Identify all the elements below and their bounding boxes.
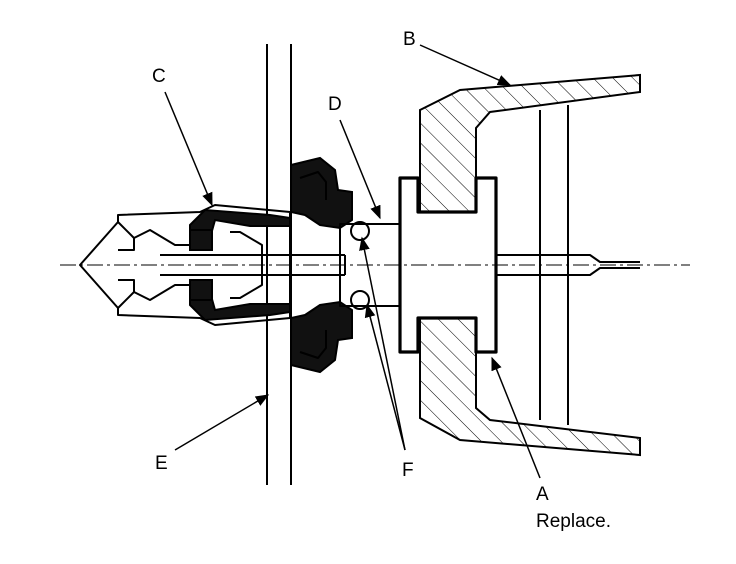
clip-c: [79, 204, 345, 326]
leader-e: [174, 394, 270, 451]
label-a: A: [536, 484, 549, 505]
leader-b: [419, 44, 512, 86]
leader-f1: [359, 236, 406, 451]
label-d: D: [328, 94, 342, 115]
leader-d: [339, 119, 381, 220]
label-c: C: [152, 66, 166, 87]
seal-bracket: [290, 156, 353, 374]
label-f: F: [402, 460, 414, 481]
washer-a: [398, 176, 498, 354]
label-a-note: Replace.: [536, 511, 611, 532]
label-e: E: [155, 453, 168, 474]
leader-lines: [164, 44, 541, 479]
leader-c: [164, 91, 213, 207]
leader-a: [491, 356, 541, 479]
label-b: B: [403, 29, 416, 50]
housing-b: [419, 73, 641, 457]
leader-f2: [364, 303, 406, 451]
